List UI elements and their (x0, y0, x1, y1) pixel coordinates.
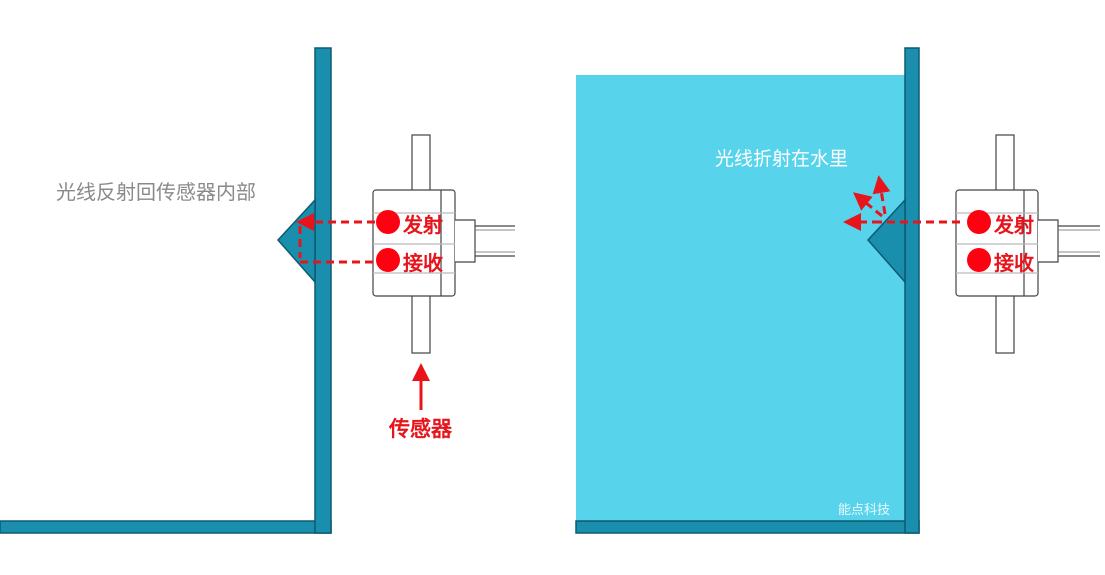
right-sensor (955, 134, 1100, 354)
left-light-path (296, 213, 375, 264)
left-sensor (372, 134, 515, 354)
left-prism (276, 198, 316, 284)
left-receiver-dot (376, 248, 400, 272)
right-receiver-dot (967, 248, 991, 272)
left-caption: 光线反射回传感器内部 (56, 180, 256, 204)
right-panel: 光线折射在水里 能点科技 发射 接收 (575, 47, 1100, 534)
sensor-label: 传感器 (388, 417, 453, 441)
water-area (576, 75, 905, 521)
right-emitter-dot (967, 210, 991, 234)
right-prism (866, 198, 906, 284)
watermark: 能点科技 (838, 503, 890, 518)
left-tank-wall (0, 47, 332, 534)
left-panel: 光线反射回传感器内部 发射 接收 传感器 (0, 47, 515, 534)
right-emit-label: 发射 (993, 213, 1034, 237)
right-light-path (843, 175, 960, 231)
right-tank-wall (575, 47, 920, 534)
right-receive-label: 接收 (994, 251, 1034, 275)
left-emitter-dot (376, 210, 400, 234)
right-caption: 光线折射在水里 (715, 148, 848, 170)
left-emit-label: 发射 (402, 213, 443, 237)
left-receive-label: 接收 (403, 251, 443, 275)
